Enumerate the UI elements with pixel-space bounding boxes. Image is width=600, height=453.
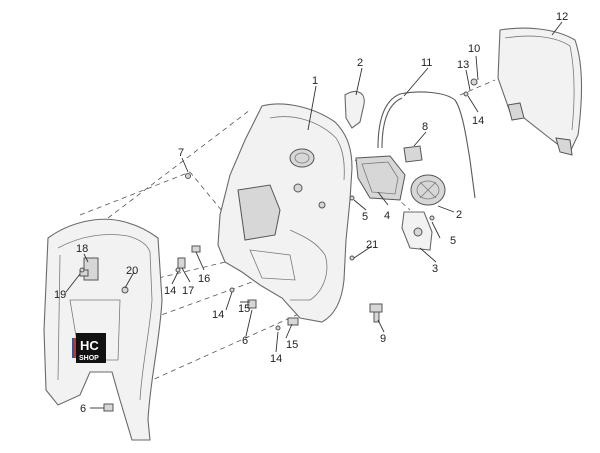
callout-6: 6: [242, 335, 248, 347]
watermark-shop: SHOP: [79, 355, 99, 362]
callout-21: 21: [366, 239, 378, 251]
callout-8: 8: [422, 121, 428, 133]
glovebox-flap: [355, 155, 406, 201]
callout-4: 4: [384, 210, 390, 222]
callout-19: 19: [54, 289, 66, 301]
callout-labels: 1 2 2 3 4 5 5 6 6 7 8 9 10 11 12 13 14 1…: [54, 11, 568, 415]
watermark-hc: HC: [80, 338, 99, 353]
upper-cover-panel: [344, 91, 365, 129]
callout-15: 15: [238, 303, 250, 315]
inner-legshield: [217, 103, 353, 323]
hc-shop-watermark: HC SHOP: [72, 333, 106, 363]
callout-13: 13: [457, 59, 469, 71]
small-bracket: [403, 145, 423, 163]
callout-1: 1: [312, 75, 318, 87]
callout-7: 7: [178, 147, 184, 159]
push-clip: [369, 303, 383, 323]
callout-3: 3: [432, 263, 438, 275]
callout-5: 5: [362, 211, 368, 223]
callout-15: 15: [286, 339, 298, 351]
callout-2: 2: [456, 209, 462, 221]
callout-14: 14: [164, 285, 176, 297]
leader-lines: [65, 21, 563, 409]
callout-9: 9: [380, 333, 386, 345]
glovebox-shell: [497, 27, 583, 156]
callout-12: 12: [556, 11, 568, 23]
latch-plate: [401, 211, 433, 251]
callout-18: 18: [76, 243, 88, 255]
callout-20: 20: [126, 265, 138, 277]
trim-seal: [377, 91, 476, 199]
callout-5: 5: [450, 235, 456, 247]
callout-14: 14: [212, 309, 224, 321]
callout-10: 10: [468, 43, 480, 55]
callout-16: 16: [198, 273, 210, 285]
front-shield-frame: [43, 218, 163, 441]
callout-6: 6: [80, 403, 86, 415]
callout-17: 17: [182, 285, 194, 297]
round-vent-grille: [410, 174, 446, 206]
small-fasteners: [79, 78, 478, 412]
callout-14: 14: [270, 353, 282, 365]
callout-11: 11: [421, 57, 432, 69]
callout-2: 2: [357, 57, 363, 69]
callout-14: 14: [472, 115, 484, 127]
